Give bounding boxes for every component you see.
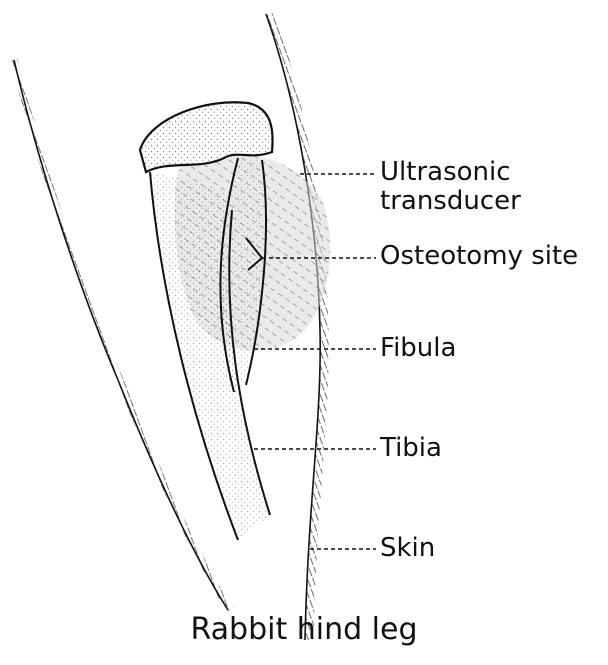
label-osteotomy-site: Osteotomy site xyxy=(380,243,578,270)
label-transducer: transducer xyxy=(380,188,521,215)
label-skin: Skin xyxy=(380,535,435,562)
label-tibia: Tibia xyxy=(380,435,442,462)
label-fibula: Fibula xyxy=(380,335,456,362)
figure-caption: Rabbit hind leg xyxy=(0,612,608,647)
label-ultrasonic: Ultrasonic xyxy=(380,159,511,186)
